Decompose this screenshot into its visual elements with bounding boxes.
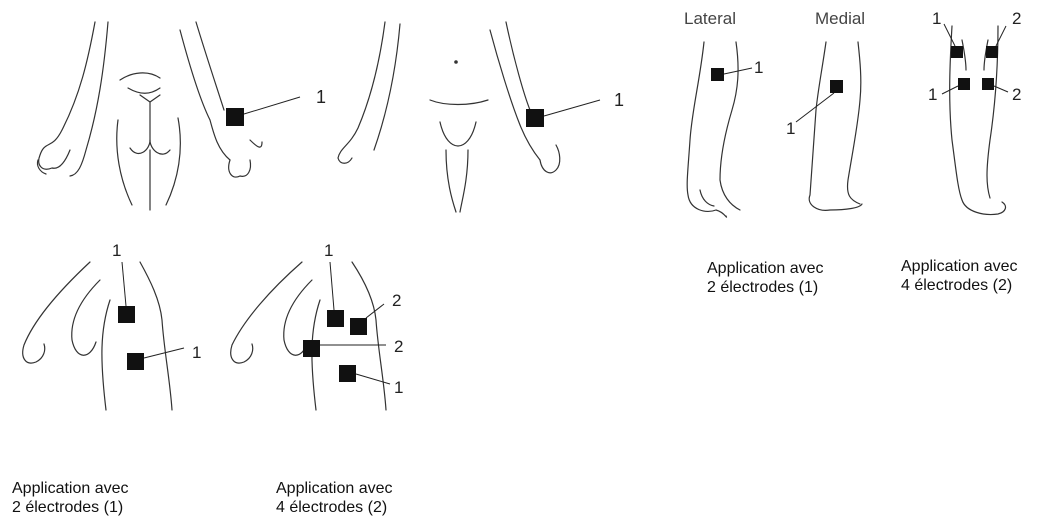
lead-line — [244, 97, 300, 114]
electrode-lower — [339, 365, 356, 382]
channel-label-1: 1 — [928, 85, 937, 104]
channel-label-1: 1 — [932, 9, 941, 28]
electrode-thigh-upper — [118, 306, 135, 323]
electrode-leg-upper-right — [986, 46, 998, 58]
figure-thigh-two: 1 1 — [23, 241, 202, 410]
figure-leg-lateral: 1 — [687, 42, 763, 217]
electrode-leg-upper-left — [951, 46, 963, 58]
caption-leg-four: Application avec 4 électrodes (2) — [901, 257, 1018, 295]
channel-label-1: 1 — [112, 241, 121, 260]
electrode-upper-left — [327, 310, 344, 327]
lead-line — [122, 262, 126, 306]
caption-line: 2 électrodes (1) — [707, 278, 824, 297]
caption-line: Application avec — [12, 479, 129, 498]
channel-label-1: 1 — [192, 343, 201, 362]
electrode-thigh-lower — [127, 353, 144, 370]
caption-line: Application avec — [707, 259, 824, 278]
figure-leg-medial: 1 — [786, 42, 862, 210]
channel-label-2: 2 — [1012, 85, 1021, 104]
caption-line: 4 électrodes (2) — [276, 498, 393, 517]
caption-line: Application avec — [276, 479, 393, 498]
channel-label-1: 1 — [786, 119, 795, 138]
caption-hip-four: Application avec 4 électrodes (2) — [276, 479, 393, 517]
lead-line — [356, 374, 390, 384]
channel-label-1: 1 — [614, 90, 624, 110]
figure-leg-four: 1 2 1 2 — [928, 9, 1021, 214]
figure-thigh-four: 1 2 2 1 — [231, 241, 404, 410]
electrode-upper-right — [350, 318, 367, 335]
electrode-knee-lateral — [711, 68, 724, 81]
channel-label-1: 1 — [324, 241, 333, 260]
electrode-wrist-back — [226, 108, 244, 126]
view-label-lateral: Lateral — [684, 9, 736, 29]
electrode-leg-lower-right — [982, 78, 994, 90]
channel-label-1: 1 — [394, 378, 403, 397]
caption-line: 2 électrodes (1) — [12, 498, 129, 517]
navel-dot — [454, 60, 458, 64]
view-label-medial: Medial — [815, 9, 865, 29]
lead-line — [144, 348, 184, 358]
electrode-knee-medial — [830, 80, 843, 93]
lead-line — [544, 100, 600, 116]
electrode-leg-lower-left — [958, 78, 970, 90]
lead-line — [944, 24, 955, 46]
channel-label-1: 1 — [316, 87, 326, 107]
caption-hip-two: Application avec 2 électrodes (1) — [12, 479, 129, 517]
channel-label-2: 2 — [1012, 9, 1021, 28]
channel-label-2: 2 — [394, 337, 403, 356]
electrode-middle-left — [303, 340, 320, 357]
lead-line — [330, 262, 334, 310]
caption-line: Application avec — [901, 257, 1018, 276]
caption-line: 4 électrodes (2) — [901, 276, 1018, 295]
channel-label-1: 1 — [754, 58, 763, 77]
figure-front-view: 1 — [338, 22, 624, 212]
caption-leg-two: Application avec 2 électrodes (1) — [707, 259, 824, 297]
channel-label-2: 2 — [392, 291, 401, 310]
figure-back-view: 1 — [37, 22, 326, 210]
electrode-wrist-front — [526, 109, 544, 127]
